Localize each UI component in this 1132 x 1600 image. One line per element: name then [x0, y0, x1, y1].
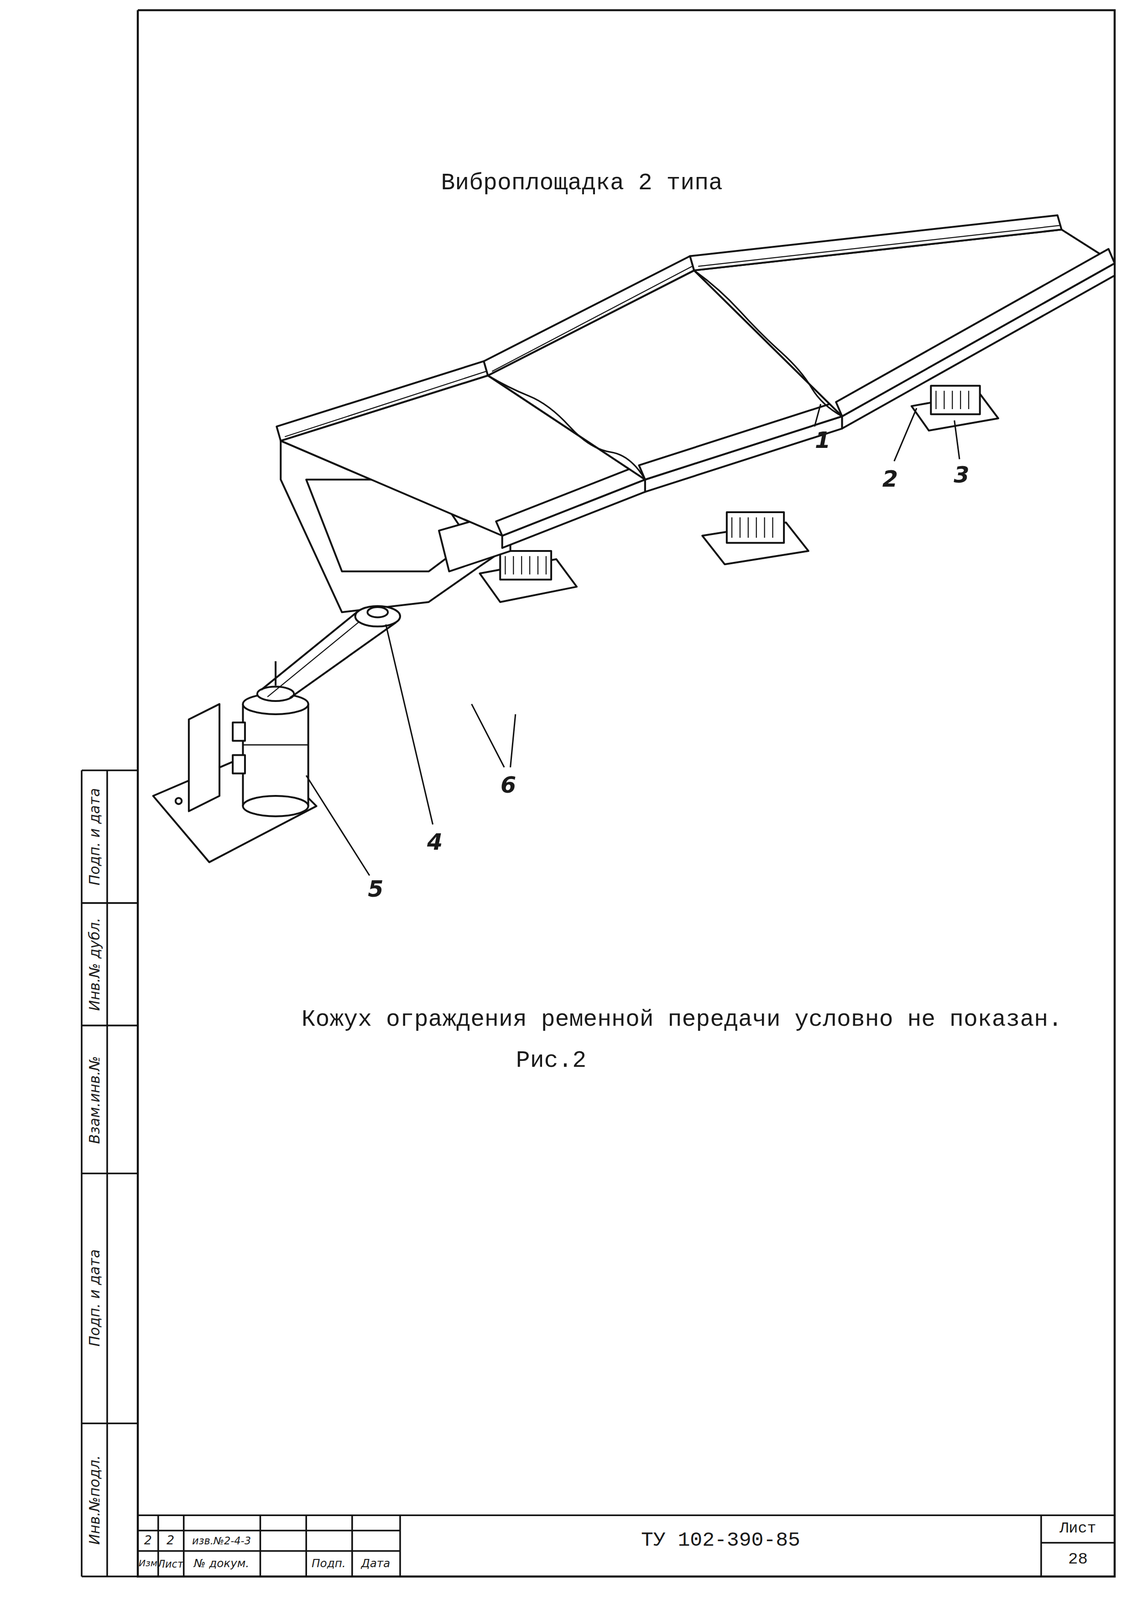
callout-number: 6 [500, 773, 517, 799]
revision-cell: 2 [144, 1534, 152, 1549]
revision-cell: 2 [166, 1534, 175, 1549]
sheet-label: Лист [1059, 1521, 1097, 1539]
title-block [137, 1515, 1115, 1577]
sheet-frame [137, 10, 1115, 1577]
callout-number: 1 [814, 428, 831, 454]
motor [153, 661, 317, 863]
stamp-field: Взам.инв.№ [87, 1056, 103, 1145]
trough-section [689, 215, 1115, 429]
callout-number: 4 [427, 830, 443, 856]
vibro-platform [153, 215, 1115, 876]
document-code: ТУ 102-390-85 [641, 1529, 801, 1553]
stamp-field: Инв.№ дубл. [87, 918, 103, 1012]
leader-line [306, 404, 960, 877]
header-cell: Подп. [311, 1558, 346, 1571]
header-cell: Изм [138, 1559, 158, 1570]
note-text: Кожух ограждения ременной передачи услов… [301, 1007, 1063, 1034]
stamp-field: Инв.№подл. [87, 1455, 103, 1546]
callout-number: 2 [882, 467, 898, 492]
stamp-field: Подп. и дата [87, 1249, 103, 1347]
header-cell: Лист [157, 1559, 184, 1571]
revision-cell: изв.№2-4-3 [192, 1535, 251, 1548]
callout-number: 5 [367, 877, 384, 903]
seam [693, 270, 842, 417]
figure-title: Виброплощадка 2 типа [440, 170, 723, 197]
margin-stamp [81, 770, 138, 1577]
header-cell: Дата [360, 1558, 391, 1571]
belt-drive [261, 606, 401, 699]
header-cell: № докум. [193, 1558, 250, 1571]
stamp-field: Подп. и дата [87, 788, 103, 886]
sheet-number: 28 [1068, 1551, 1088, 1570]
callout-number: 3 [953, 463, 970, 488]
seam [487, 375, 646, 480]
figure-caption: Рис.2 [516, 1048, 587, 1075]
